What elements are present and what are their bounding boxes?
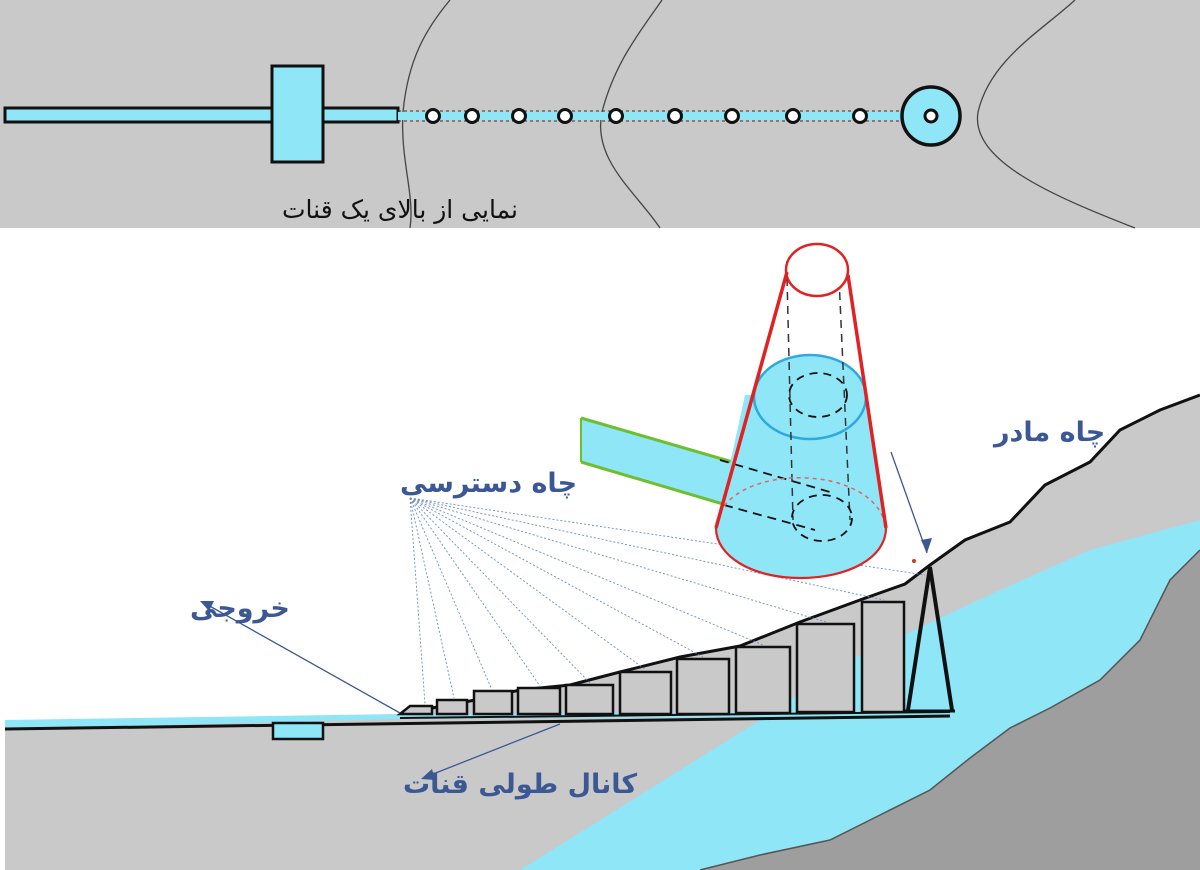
cone-top-opening xyxy=(784,242,850,298)
mother-well-arrowhead xyxy=(921,538,932,553)
outlet-label: خروجی xyxy=(190,593,290,624)
plan-pool xyxy=(270,64,325,164)
cone-side xyxy=(846,274,888,529)
plan-access-well xyxy=(464,108,480,124)
channel-leader xyxy=(427,723,561,777)
bedrock xyxy=(700,550,1200,870)
cone-inner-ellipse xyxy=(791,494,853,542)
outlet-leader xyxy=(205,603,401,714)
cone-shaft-hidden xyxy=(786,277,794,521)
cone-bottom-front-rim xyxy=(714,527,888,580)
mother-well-3d xyxy=(580,242,888,580)
mother-well-leader xyxy=(890,451,928,554)
bedrock-surface xyxy=(699,549,1200,870)
access-well-shaft xyxy=(734,645,792,715)
access-well-shaft xyxy=(795,622,856,714)
plan-view-caption: نمایی از بالای یک قنات xyxy=(282,195,518,224)
plan-access-well xyxy=(852,108,868,124)
contour-line xyxy=(401,0,451,229)
channel-label: کانال طولی قنات xyxy=(403,769,637,800)
mother-well-marker xyxy=(912,559,916,563)
cone-bottom-back-rim xyxy=(715,477,887,529)
access-well-shaft xyxy=(472,689,514,716)
plan-mother-well-shaft xyxy=(923,108,939,124)
plan-channel xyxy=(3,106,400,124)
plan-access-well xyxy=(667,108,683,124)
contour-line xyxy=(976,0,1136,229)
plan-view: نمایی از بالای یک قنات xyxy=(0,0,1200,229)
access-well-shaft xyxy=(618,670,673,716)
access-wells-label: چاه دسترسی xyxy=(400,468,577,499)
plan-access-well xyxy=(785,108,801,124)
aquifer xyxy=(520,520,1200,870)
plan-access-well xyxy=(511,108,527,124)
plan-access-well xyxy=(425,108,441,124)
access-well-shaft xyxy=(435,698,469,716)
mother-well-label: چاه مادر xyxy=(992,417,1105,448)
outlet-arrowhead xyxy=(200,601,214,611)
cone-water-surface xyxy=(752,353,868,441)
mother-well-shaft xyxy=(906,566,954,711)
cone-shaft-hidden xyxy=(838,277,851,521)
access-well-shaft xyxy=(516,686,562,716)
section-view: چاه دسترسی چاه مادر خروجی کانال طولی قنا… xyxy=(4,242,1200,870)
channel-arrowhead xyxy=(421,769,435,780)
feed-pipe-edge xyxy=(580,416,761,472)
outlet-pool xyxy=(271,721,325,741)
channel-roof xyxy=(399,711,951,719)
plan-access-well xyxy=(608,108,624,124)
feed-pipe-hidden-edge xyxy=(719,459,831,493)
cone-inner-ellipse xyxy=(788,372,848,418)
plan-tunnel xyxy=(398,112,908,120)
feed-pipe xyxy=(581,418,760,515)
access-well-shaft xyxy=(396,704,434,716)
mother-well-water xyxy=(908,648,952,709)
access-well-shaft xyxy=(564,683,615,716)
plan-access-well xyxy=(557,108,573,124)
access-well-shaft xyxy=(675,657,731,716)
channel-floor xyxy=(4,714,951,731)
cone-side xyxy=(714,271,789,529)
access-well-shaft xyxy=(860,600,906,714)
feed-pipe-hidden-edge xyxy=(723,504,816,531)
plan-access-well xyxy=(724,108,740,124)
